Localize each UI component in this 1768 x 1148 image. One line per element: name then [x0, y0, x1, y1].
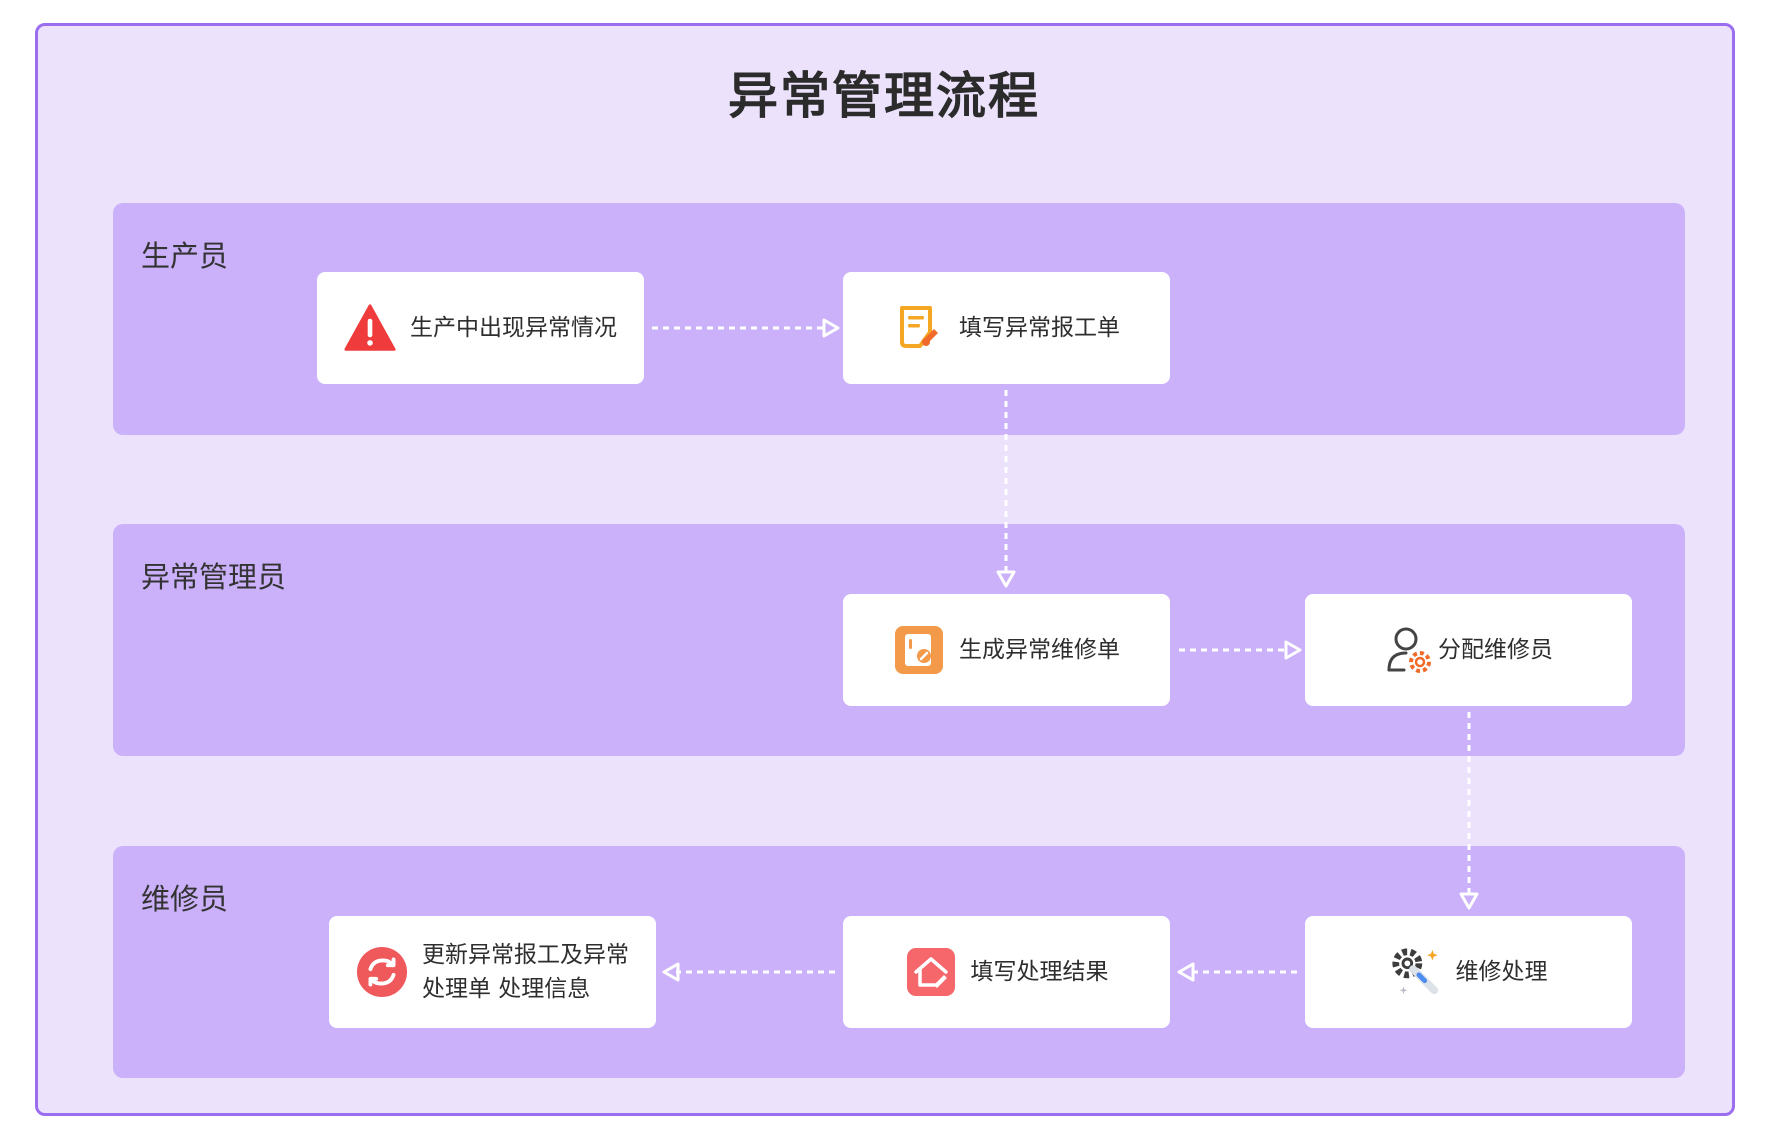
arrowhead-s6-s7: [662, 962, 680, 982]
step-label-generate-repair-order: 生成异常维修单: [959, 637, 1120, 663]
lane-label-producer: 生产员: [141, 239, 229, 273]
refresh-icon: [356, 946, 408, 998]
step-card-abnormal-occurs: 生产中出现异常情况: [317, 272, 644, 384]
step-label-update-info: 更新异常报工及异常 处理单 处理信息: [422, 938, 629, 1006]
step-label-fill-result: 填写处理结果: [970, 959, 1109, 985]
arrowhead-s4-s5: [1459, 892, 1479, 910]
form-edit-icon: [893, 302, 945, 354]
arrowhead-s2-s3: [996, 570, 1016, 588]
repair-order-icon: [893, 624, 945, 676]
step-label-repair-handling: 维修处理: [1455, 959, 1548, 985]
user-gear-icon: [1384, 624, 1436, 676]
lane-label-repairman: 维修员: [141, 882, 229, 916]
arrowhead-s1-s2: [822, 318, 840, 338]
step-card-repair-handling: 维修处理: [1305, 916, 1632, 1028]
step-card-assign-repairman: 分配维修员: [1305, 594, 1632, 706]
warning-icon: [344, 302, 396, 354]
step-label-fill-report: 填写异常报工单: [959, 315, 1120, 341]
diagram-title: 异常管理流程: [728, 67, 1040, 125]
gear-wrench-icon: [1390, 946, 1442, 998]
step-card-generate-repair-order: 生成异常维修单: [843, 594, 1170, 706]
arrowhead-s3-s4: [1284, 640, 1302, 660]
lane-label-exception-manager: 异常管理员: [141, 560, 287, 594]
step-label-update-info-line1: 更新异常报工及异常: [422, 942, 629, 968]
arrowhead-s5-s6: [1177, 962, 1195, 982]
step-card-update-info: 更新异常报工及异常 处理单 处理信息: [329, 916, 656, 1028]
step-card-fill-result: 填写处理结果: [843, 916, 1170, 1028]
home-edit-icon: [905, 946, 957, 998]
step-label-abnormal-occurs: 生产中出现异常情况: [410, 315, 617, 341]
step-label-assign-repairman: 分配维修员: [1438, 637, 1553, 663]
step-label-update-info-line2: 处理单 处理信息: [422, 976, 591, 1002]
step-card-fill-report: 填写异常报工单: [843, 272, 1170, 384]
